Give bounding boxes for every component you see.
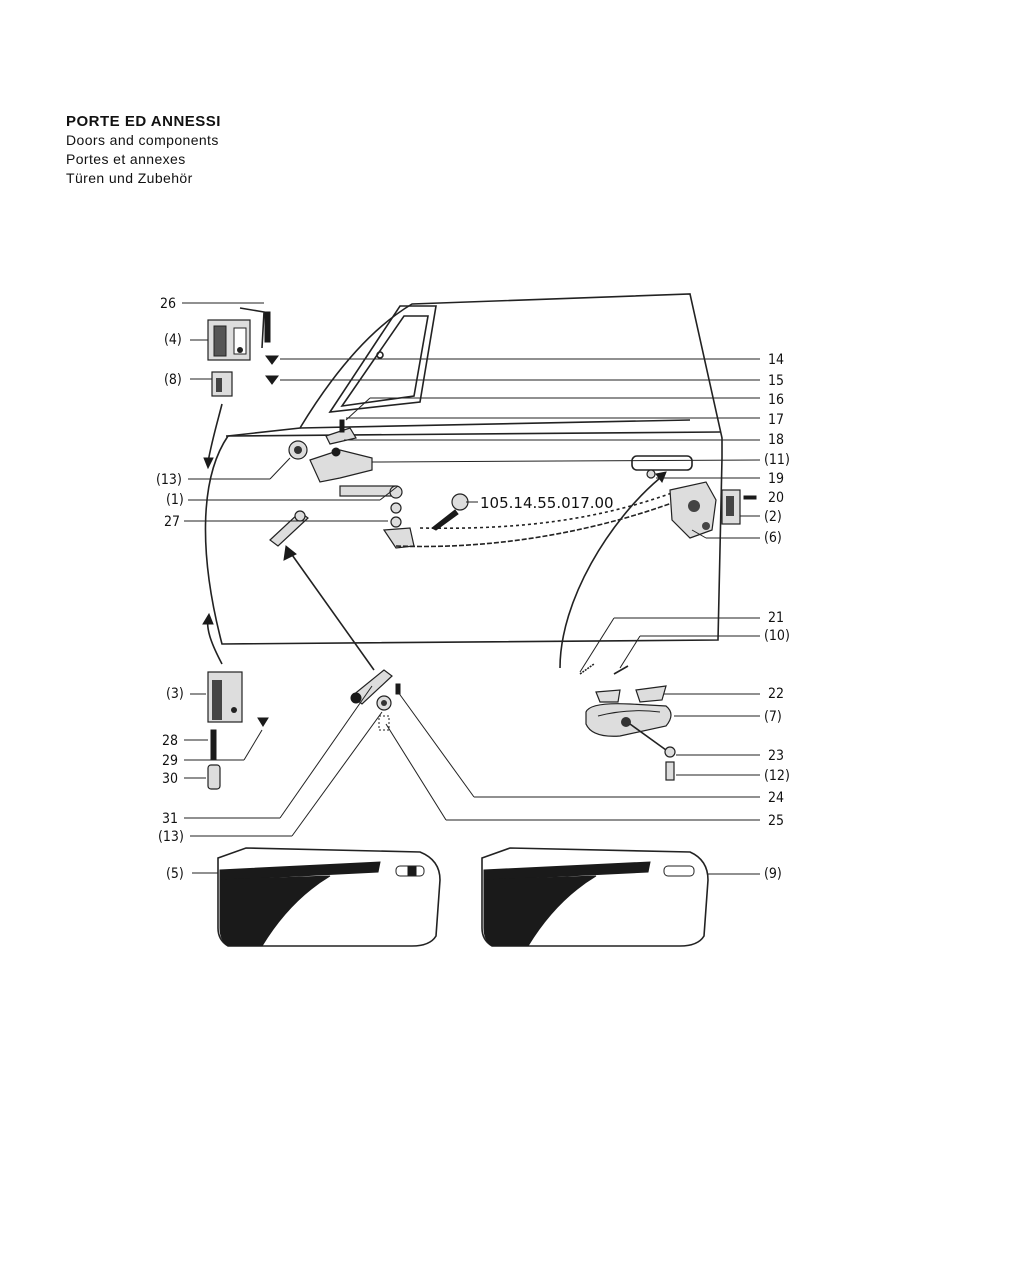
pin-24: [395, 683, 401, 695]
label-18: 18: [768, 432, 784, 448]
label-31: 31: [162, 811, 178, 827]
washers-19: [390, 502, 402, 528]
label-9: (9): [764, 866, 782, 882]
label-7: (7): [764, 709, 782, 725]
arm-27: [269, 510, 309, 547]
label-6: (6): [764, 530, 782, 546]
leader-lines: [182, 302, 761, 875]
push-button-22: [595, 685, 667, 703]
hinge-check-8: [211, 371, 233, 397]
label-22: 22: [768, 686, 784, 702]
label-26: 26: [160, 296, 176, 312]
trim-panel-5: [217, 847, 441, 947]
handle-washer: [646, 469, 656, 479]
nut-23: [664, 746, 676, 758]
label-27: 27: [164, 514, 180, 530]
label-2: (2): [764, 509, 782, 525]
label-14: 14: [768, 352, 784, 368]
spring-25: [378, 715, 390, 731]
title-german: Türen und Zubehör: [66, 170, 193, 186]
remote-control-parts: [309, 419, 403, 499]
label-3: (3): [166, 686, 184, 702]
hinge-pin-26: [264, 311, 271, 343]
hinge-arrows: [202, 403, 223, 665]
label-20: 20: [768, 490, 784, 506]
pin-28: [210, 729, 217, 761]
label-12: (12): [764, 768, 790, 784]
lock-cylinder-13b: [376, 695, 392, 711]
label-28: 28: [162, 733, 178, 749]
label-11: (11): [764, 452, 790, 468]
label-1: (1): [166, 492, 184, 508]
label-13b: (13): [158, 829, 184, 845]
handle-to-nut-line: [629, 723, 667, 751]
lower-hinge: [207, 671, 269, 727]
label-4: (4): [164, 332, 182, 348]
door-latch-6: [669, 481, 717, 539]
label-19: 19: [768, 471, 784, 487]
arrows-from-handle: [283, 471, 667, 671]
part-number-label: 105.14.55.017.00: [480, 494, 614, 512]
title-main: PORTE ED ANNESSI: [66, 113, 221, 130]
pin-10: [613, 665, 629, 675]
label-8: (8): [164, 372, 182, 388]
handle-recess-11: [631, 455, 693, 471]
label-16: 16: [768, 392, 784, 408]
part-number-icon: [431, 493, 469, 531]
door-outline: [204, 293, 723, 645]
label-25: 25: [768, 813, 784, 829]
screws-14-15: [265, 355, 279, 385]
label-17: 17: [768, 412, 784, 428]
bushing-30: [207, 764, 221, 790]
trim-panel-9: [481, 847, 709, 947]
label-30: 30: [162, 771, 178, 787]
label-13a: (13): [156, 472, 182, 488]
title-block: PORTE ED ANNESSI Doors and components Po…: [66, 112, 221, 188]
label-5: (5): [166, 866, 184, 882]
label-24: 24: [768, 790, 784, 806]
label-10: (10): [764, 628, 790, 644]
outside-handle-7: [585, 703, 672, 737]
lock-lever-31: [350, 669, 393, 705]
screw-20: [743, 495, 757, 500]
title-french: Portes et annexes: [66, 151, 186, 167]
label-23: 23: [768, 748, 784, 764]
label-21: 21: [768, 610, 784, 626]
title-english: Doors and components: [66, 132, 219, 148]
striker-2: [721, 489, 741, 525]
label-29: 29: [162, 753, 178, 769]
lock-cylinder-13: [288, 440, 308, 460]
bolt-12: [665, 761, 675, 781]
upper-hinge: [207, 307, 265, 361]
label-15: 15: [768, 373, 784, 389]
window-regulator: [382, 489, 681, 549]
